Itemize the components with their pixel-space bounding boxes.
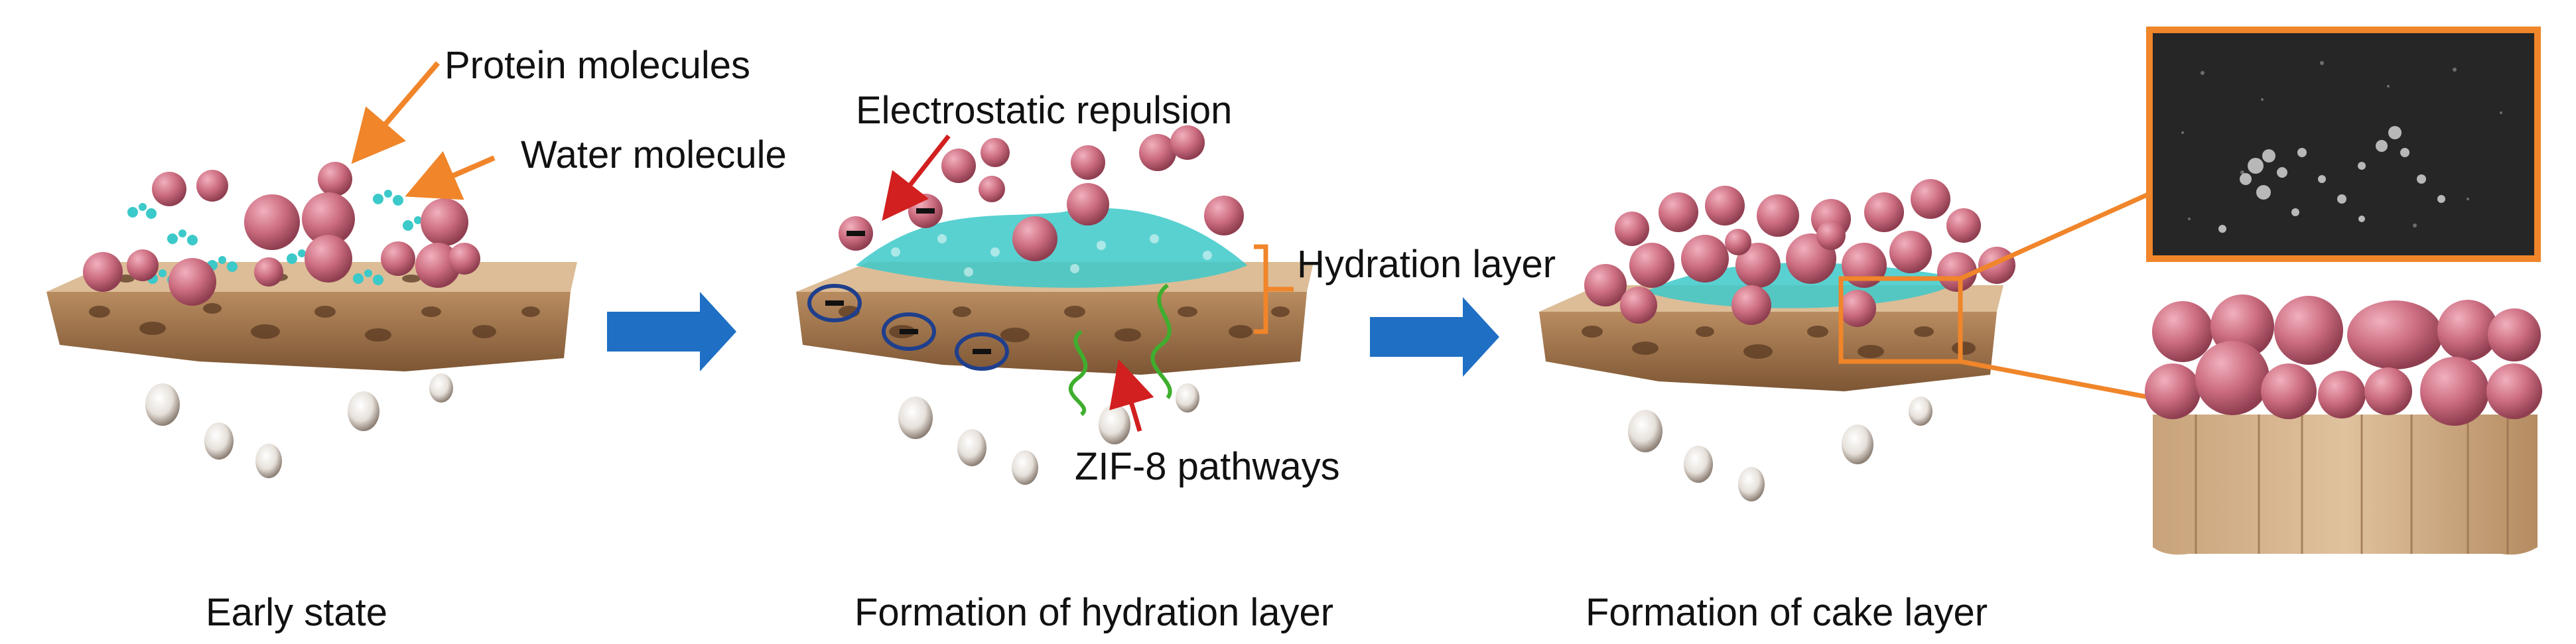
electrostatic-repulsion-arrow (882, 134, 951, 222)
permeate-droplets (145, 373, 453, 478)
cake-cross-section (2145, 294, 2542, 555)
process-arrow-2 (1370, 297, 1499, 377)
stage2-illustration (796, 125, 1314, 485)
membrane-charge-signs (825, 300, 991, 354)
permeate-droplets (898, 383, 1199, 485)
stage3-illustration (1539, 179, 2015, 501)
permeate-droplets (1628, 397, 1932, 501)
water-callout-arrow (405, 151, 496, 200)
caption-hydration-layer: Formation of hydration layer (854, 591, 1334, 634)
zif8-pathways-arrow (1109, 359, 1154, 432)
water-molecule-label: Water molecule (521, 133, 787, 176)
protein-molecules (941, 125, 1244, 261)
process-arrow-1 (607, 292, 736, 371)
hydration-layer-label: Hydration layer (1297, 243, 1556, 286)
cake-protein-molecules (1584, 179, 2015, 327)
hydration-layer-bracket (1254, 244, 1294, 334)
protein-callout-arrow (351, 61, 441, 164)
zoom-line-bottom (1960, 359, 2153, 401)
membrane-charges (807, 284, 1009, 371)
sem-image-inset (2146, 27, 2541, 262)
protein-molecules (83, 162, 480, 306)
electrostatic-repulsion-label: Electrostatic repulsion (856, 89, 1233, 132)
caption-cake-layer: Formation of cake layer (1586, 591, 1988, 634)
protein-molecules-label: Protein molecules (444, 44, 750, 87)
zoom-line-top (1959, 190, 2154, 281)
zif8-pathways-label: ZIF-8 pathways (1075, 445, 1340, 488)
zoom-region-box (1838, 276, 1963, 364)
stage1-illustration (46, 162, 577, 478)
membrane-slab (46, 262, 577, 371)
caption-early-state: Early state (206, 591, 387, 634)
zif8-pathways-lines (1068, 283, 1172, 417)
